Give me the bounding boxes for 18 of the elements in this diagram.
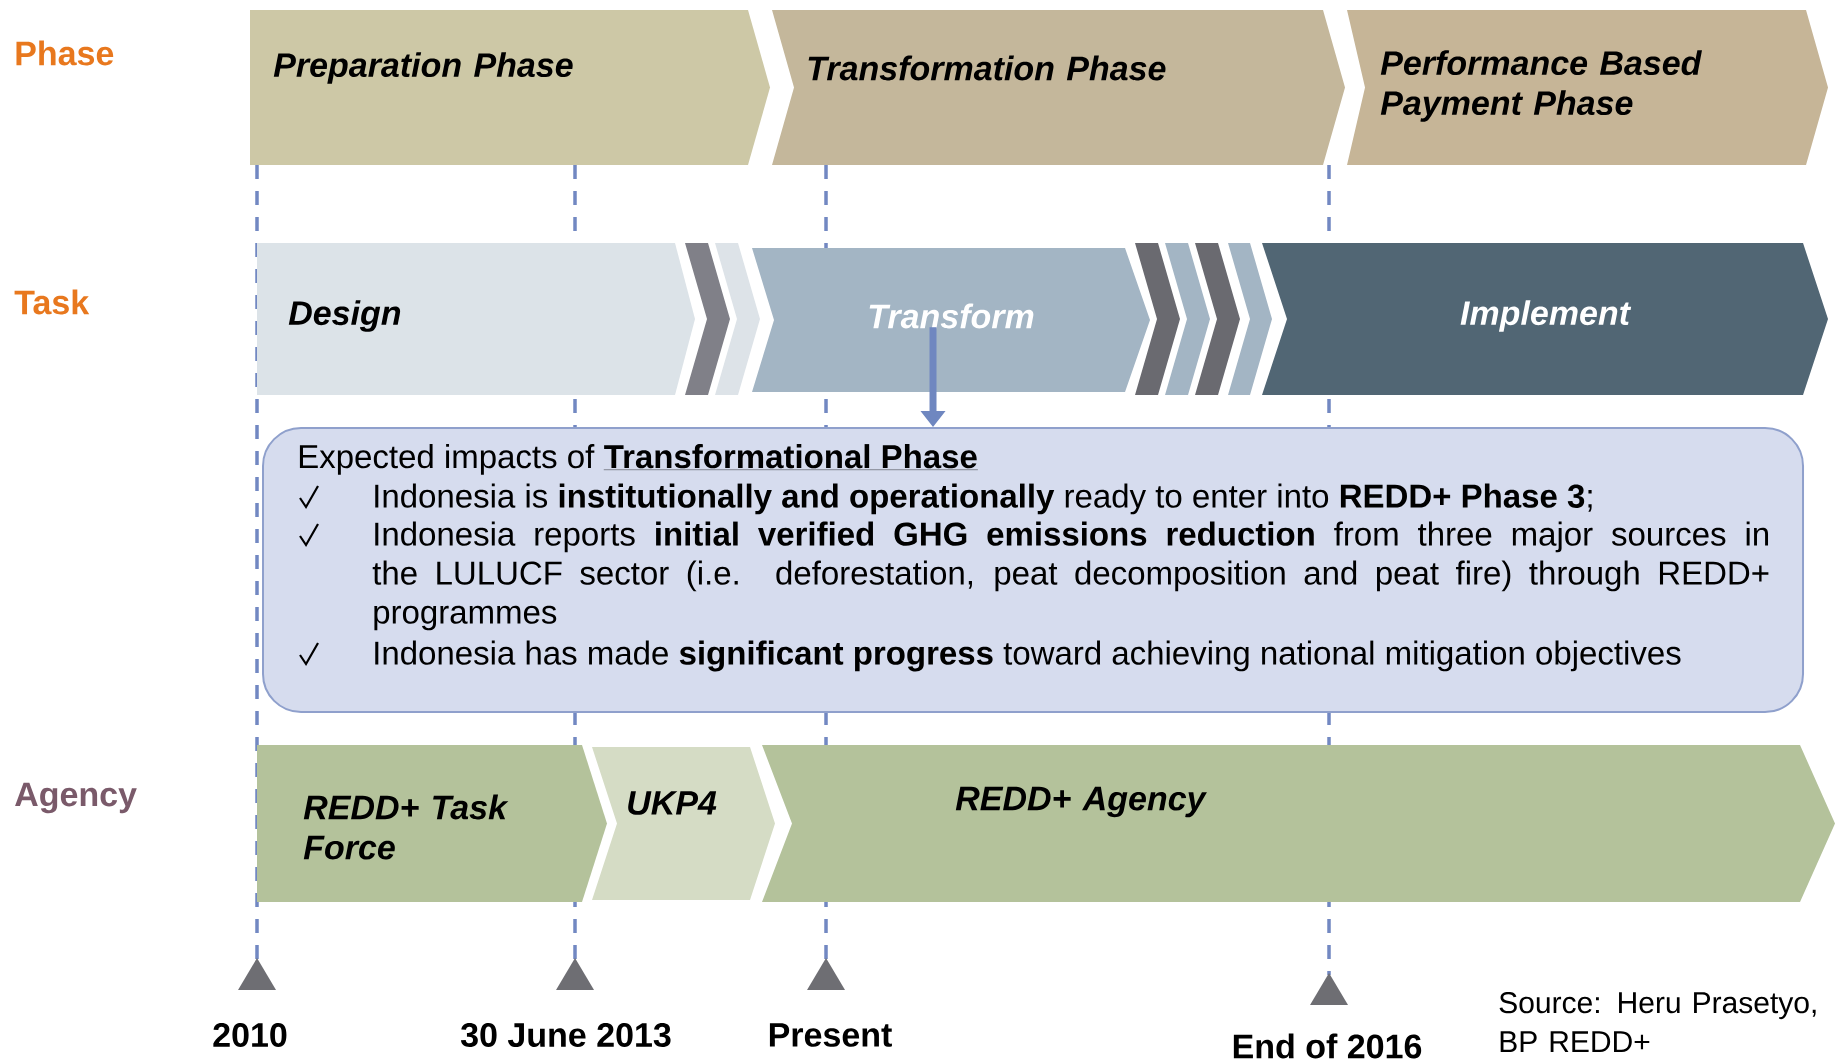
phase-banner: Preparation Phase <box>250 10 770 165</box>
date-label: 2010 <box>213 1022 287 1048</box>
phase-banner: Performance Based Payment Phase <box>1347 10 1828 165</box>
callout-box: Expected impacts of Transformational Phase Indonesia is institutionally and operationally ready to enter into REDD+ Phase 3; Indonesia reports initial verified GHG emissions reduction from three major sources in the LULUCF sector (i.e. deforestation, peat decomposition and peat fire) through REDD+ programmes Indonesia has made significant progress toward achieving national mitigation objectives <box>262 427 1804 713</box>
task-banner: Implement <box>1262 243 1828 395</box>
agency-banner: REDD+ Agency <box>762 745 1835 902</box>
phase-banner: Transformation Phase <box>772 10 1345 165</box>
task-banner: Design <box>257 243 695 395</box>
date-label: Present <box>769 1023 892 1047</box>
row-label: Phase <box>16 40 114 66</box>
source-note: Source: Heru Prasetyo, BP REDD+ <box>1499 992 1816 1052</box>
row-label: Agency <box>15 782 137 814</box>
task-banner: Transform <box>752 248 1150 392</box>
date-label: 30 June 2013 <box>460 1022 671 1048</box>
row-label: Task <box>14 289 90 315</box>
agency-banner: UKP4 <box>592 747 775 900</box>
date-label: End of 2016 <box>1233 1033 1422 1059</box>
agency-banner: REDD+ Task Force <box>257 745 607 902</box>
